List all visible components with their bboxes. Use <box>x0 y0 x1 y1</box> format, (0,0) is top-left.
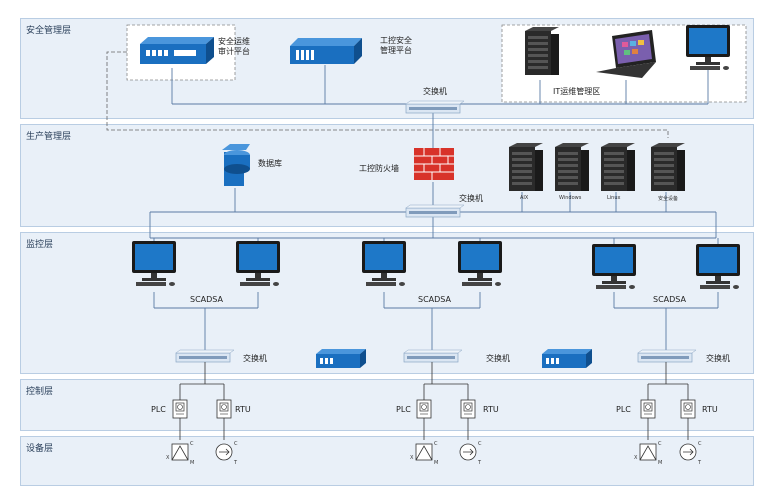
production-switch-icon <box>405 204 465 218</box>
it-server-icon <box>525 27 559 75</box>
monitoring-switch-3-icon <box>637 349 697 363</box>
server-linux-icon <box>601 143 635 191</box>
layer-label-control: 控制层 <box>26 387 54 397</box>
layer-label-monitoring: 监控层 <box>26 240 54 250</box>
scada-label-2: SCADSA <box>418 295 451 304</box>
server-aix-label: AIX <box>520 195 529 201</box>
device-mark-x-2: X <box>410 455 414 461</box>
security-device-label: 安全设备 <box>658 196 679 202</box>
server-windows-icon <box>555 143 589 191</box>
plc-1-icon <box>172 399 188 419</box>
device-mark-m-1: M <box>190 460 195 466</box>
audit-dashed-link <box>106 51 669 138</box>
server-aix-icon <box>509 143 543 191</box>
device-mark-t-3: T <box>698 460 702 466</box>
plc-1-label: PLC <box>151 405 166 414</box>
device-mark-x-3: X <box>634 455 638 461</box>
monitoring-device-2-icon <box>542 349 592 368</box>
device-mark-c-2: C <box>234 441 238 447</box>
layer-control: 控制层 <box>20 379 754 431</box>
device-mark-c-1: C <box>190 441 194 447</box>
layer-label-device: 设备层 <box>26 444 54 454</box>
security-switch-icon <box>405 100 465 114</box>
it-zone-label: IT运维管理区 <box>553 87 601 96</box>
firewall-icon <box>414 148 454 180</box>
control-links <box>179 362 689 440</box>
scada-label-3: SCADSA <box>653 295 686 304</box>
scada-monitor-2-icon <box>236 241 280 286</box>
scada-monitor-1-icon <box>132 241 176 286</box>
server-windows-label: Windows <box>559 195 582 201</box>
layer-device: 设备层 <box>20 436 754 486</box>
monitoring-switch-1-label: 交换机 <box>243 354 267 363</box>
rtu-2-icon <box>460 399 476 419</box>
audit-platform-label: 安全运维 审计平台 <box>218 37 250 56</box>
plc-2-icon <box>416 399 432 419</box>
scada-monitor-6-icon <box>696 244 740 289</box>
rtu-3-label: RTU <box>702 405 718 414</box>
rtu-1-label: RTU <box>235 405 251 414</box>
plc-3-icon <box>640 399 656 419</box>
monitoring-switch-2-icon <box>403 349 463 363</box>
server-linux-label: Linux <box>607 195 621 201</box>
ics-platform-label: 工控安全 管理平台 <box>380 36 412 55</box>
device-mark-c-4: C <box>478 441 482 447</box>
device-mark-x-1: X <box>166 455 170 461</box>
production-switch-label: 交换机 <box>459 194 483 203</box>
device-mark-c-3: C <box>434 441 438 447</box>
device-mark-c-5: C <box>658 441 662 447</box>
scada-monitor-3-icon <box>362 241 406 286</box>
monitoring-switch-1-icon <box>175 349 235 363</box>
laptop-icon <box>596 30 656 78</box>
monitoring-switch-3-label: 交换机 <box>706 354 730 363</box>
database-label: 数据库 <box>258 159 282 168</box>
security-device-icon <box>651 143 685 191</box>
layer-label-production: 生产管理层 <box>26 132 72 142</box>
ics-platform-device <box>290 38 362 64</box>
rtu-2-label: RTU <box>483 405 499 414</box>
rtu-1-icon <box>216 399 232 419</box>
layer-label-security: 安全管理层 <box>26 26 72 36</box>
scada-monitor-5-icon <box>592 244 636 289</box>
rtu-3-icon <box>680 399 696 419</box>
firewall-label: 工控防火墙 <box>359 164 399 173</box>
monitoring-switch-2-label: 交换机 <box>486 354 510 363</box>
plc-3-label: PLC <box>616 405 631 414</box>
plc-2-label: PLC <box>396 405 411 414</box>
device-mark-m-2: M <box>434 460 439 466</box>
device-mark-t-1: T <box>234 460 238 466</box>
audit-platform-device <box>140 37 214 64</box>
scada-label-1: SCADSA <box>190 295 223 304</box>
device-mark-c-6: C <box>698 441 702 447</box>
device-mark-m-3: M <box>658 460 663 466</box>
database-icon <box>222 144 250 186</box>
device-mark-t-2: T <box>478 460 482 466</box>
security-switch-label: 交换机 <box>423 87 447 96</box>
field-devices <box>171 443 697 461</box>
monitoring-links <box>153 238 719 353</box>
monitoring-device-1-icon <box>316 349 366 368</box>
scada-monitor-4-icon <box>458 241 502 286</box>
